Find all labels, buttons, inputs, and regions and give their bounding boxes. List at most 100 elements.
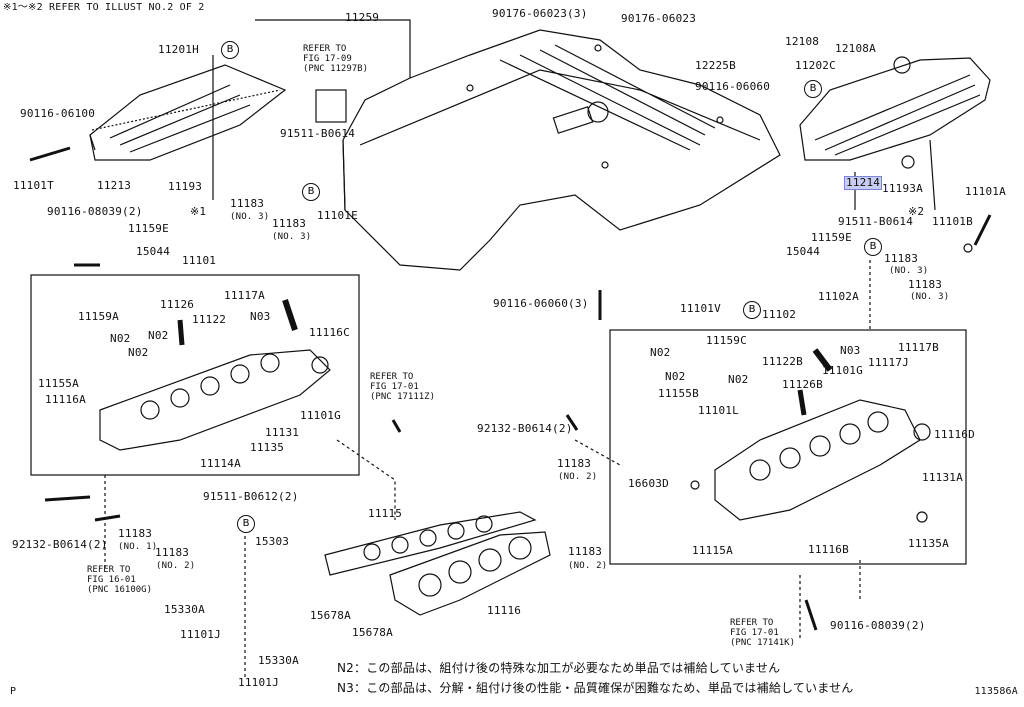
part-label[interactable]: N02 (110, 332, 131, 345)
engine-cover[interactable] (342, 29, 781, 271)
part-label[interactable]: 11126B (782, 378, 823, 391)
ref-b-marker[interactable]: B (743, 301, 761, 319)
part-label[interactable]: 16603D (628, 477, 669, 490)
part-label[interactable]: 91511-B0614 (838, 215, 914, 228)
part-label[interactable]: 11183 (118, 527, 153, 540)
part-label[interactable]: N02 (650, 346, 671, 359)
part-label[interactable]: 11202C (795, 59, 836, 72)
part-label[interactable]: 11183 (272, 217, 307, 230)
part-label[interactable]: 11117A (224, 289, 265, 302)
part-label[interactable]: 11135 (250, 441, 285, 454)
part-label[interactable]: 11131 (265, 426, 300, 439)
right-cylinder-head[interactable] (714, 399, 921, 521)
part-label[interactable]: 90176-06023(3) (492, 7, 588, 20)
part-label-highlighted[interactable]: 11214 (844, 176, 883, 190)
part-label[interactable]: 90116-06100 (20, 107, 96, 120)
part-label[interactable]: 11116C (309, 326, 350, 339)
part-label[interactable]: 15044 (786, 245, 821, 258)
part-label[interactable]: 15678A (310, 609, 351, 622)
left-cylinder-head-cover[interactable] (89, 64, 287, 161)
part-label[interactable]: 11213 (97, 179, 132, 192)
part-label[interactable]: 11159E (128, 222, 169, 235)
refer-fig-17-01-b[interactable]: REFER TO FIG 17-01 (PNC 17141K) (730, 618, 796, 648)
part-label[interactable]: 11135A (908, 537, 949, 550)
part-label[interactable]: 15678A (352, 626, 393, 639)
gasket-11115[interactable] (324, 511, 537, 576)
part-label[interactable]: 11116A (45, 393, 86, 406)
refer-fig-17-01[interactable]: REFER TO FIG 17-01 (PNC 17111Z) (370, 372, 436, 402)
part-label[interactable]: 90116-06060 (695, 80, 771, 93)
part-label[interactable]: 11101B (932, 215, 973, 228)
part-label[interactable]: N02 (665, 370, 686, 383)
gasket-11116[interactable] (389, 531, 551, 616)
part-label[interactable]: 11159A (78, 310, 119, 323)
part-label[interactable]: 11116D (934, 428, 975, 441)
part-label[interactable]: 11101G (822, 364, 863, 377)
part-label[interactable]: N03 (840, 344, 861, 357)
part-label[interactable]: N02 (148, 329, 169, 342)
part-label[interactable]: 11117J (868, 356, 909, 369)
refer-fig-16-01[interactable]: REFER TO FIG 16-01 (PNC 16100G) (87, 565, 153, 595)
part-label[interactable]: 11159C (706, 334, 747, 347)
part-label[interactable]: 11101T (13, 179, 54, 192)
part-label[interactable]: 11183 (568, 545, 603, 558)
part-label[interactable]: N03 (250, 310, 271, 323)
part-label[interactable]: 11183 (884, 252, 919, 265)
part-label[interactable]: 15330A (258, 654, 299, 667)
part-label[interactable]: 11115 (368, 507, 403, 520)
part-label[interactable]: 11122B (762, 355, 803, 368)
part-label[interactable]: 11193 (168, 180, 203, 193)
ref-b-marker[interactable]: B (237, 515, 255, 533)
part-label[interactable]: 11193A (882, 182, 923, 195)
part-label[interactable]: 11101 (182, 254, 217, 267)
part-label[interactable]: 92132-B0614(2) (12, 538, 108, 551)
refer-fig-17-09[interactable]: REFER TO FIG 17-09 (PNC 11297B) (303, 44, 369, 74)
ref-b-marker[interactable]: B (804, 80, 822, 98)
ref-b-marker[interactable]: B (221, 41, 239, 59)
part-label[interactable]: 11155A (38, 377, 79, 390)
part-label[interactable]: 11101L (698, 404, 739, 417)
part-label[interactable]: 12108A (835, 42, 876, 55)
part-label[interactable]: 11101E (317, 209, 358, 222)
part-label[interactable]: 11114A (200, 457, 241, 470)
right-cylinder-head-cover[interactable] (799, 56, 991, 161)
part-label[interactable]: 11159E (811, 231, 852, 244)
part-label[interactable]: 11101V (680, 302, 721, 315)
part-label[interactable]: N02 (128, 346, 149, 359)
part-label[interactable]: 11101A (965, 185, 1006, 198)
part-label[interactable]: 11101J (180, 628, 221, 641)
part-label[interactable]: 11183 (557, 457, 592, 470)
part-label[interactable]: 11115A (692, 544, 733, 557)
part-label[interactable]: 11183 (230, 197, 265, 210)
part-label[interactable]: 90176-06023 (621, 12, 697, 25)
ref-b-marker[interactable]: B (302, 183, 320, 201)
left-cylinder-head[interactable] (99, 349, 331, 451)
part-label[interactable]: 15044 (136, 245, 171, 258)
ref-b-marker[interactable]: B (864, 238, 882, 256)
part-label[interactable]: 15330A (164, 603, 205, 616)
part-label[interactable]: 11183 (155, 546, 190, 559)
part-label[interactable]: 15303 (255, 535, 290, 548)
part-label[interactable]: 11155B (658, 387, 699, 400)
part-label[interactable]: 11259 (345, 11, 380, 24)
part-label[interactable]: 11116 (487, 604, 522, 617)
part-label[interactable]: 11122 (192, 313, 227, 326)
part-label[interactable]: 90116-08039(2) (47, 205, 143, 218)
part-label[interactable]: 11102A (818, 290, 859, 303)
part-label[interactable]: N02 (728, 373, 749, 386)
part-label[interactable]: 11101J (238, 676, 279, 689)
part-label[interactable]: 11101G (300, 409, 341, 422)
part-label[interactable]: 11126 (160, 298, 195, 311)
part-label[interactable]: 90116-08039(2) (830, 619, 926, 632)
part-label[interactable]: 11131A (922, 471, 963, 484)
part-label[interactable]: 12108 (785, 35, 820, 48)
part-label[interactable]: 11117B (898, 341, 939, 354)
part-label[interactable]: 12225B (695, 59, 736, 72)
part-label[interactable]: 91511-B0614 (280, 127, 356, 140)
part-label[interactable]: 92132-B0614(2) (477, 422, 573, 435)
part-label[interactable]: 11116B (808, 543, 849, 556)
part-label[interactable]: 11102 (762, 308, 797, 321)
part-label[interactable]: 90116-06060(3) (493, 297, 589, 310)
part-label[interactable]: 11183 (908, 278, 943, 291)
part-label[interactable]: 91511-B0612(2) (203, 490, 299, 503)
